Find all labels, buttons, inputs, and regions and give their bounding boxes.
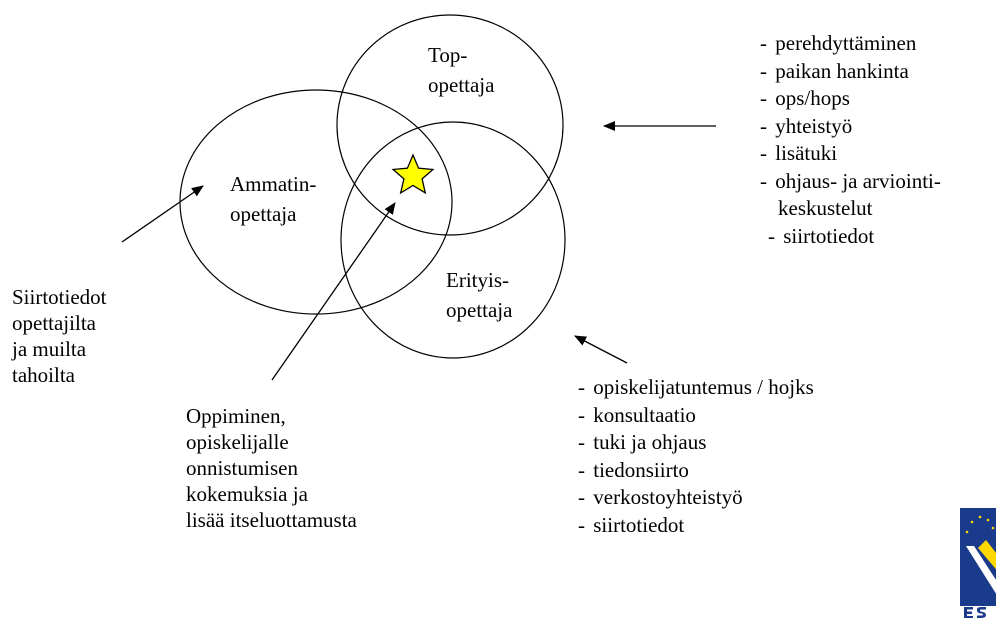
list-item: - tuki ja ohjaus bbox=[578, 430, 707, 454]
top-opettaja-task-list: - perehdyttäminen - paikan hankinta - op… bbox=[760, 30, 941, 250]
label-erityis-line-1: Erityis- bbox=[446, 268, 509, 292]
note-line: Siirtotiedot bbox=[12, 285, 107, 309]
erityis-opettaja-task-list: - opiskelijatuntemus / hojks - konsultaa… bbox=[578, 374, 814, 539]
note-line: ja muilta bbox=[12, 337, 87, 361]
list-item: - siirtotiedot bbox=[578, 512, 685, 537]
list-item: - lisätuki bbox=[760, 141, 838, 165]
label-ammatin-line-2: opettaja bbox=[230, 202, 297, 226]
list-item: - verkostoyhteistyö bbox=[578, 485, 743, 509]
note-line: kokemuksia ja bbox=[186, 482, 308, 506]
circle-top-opettaja bbox=[336, 14, 564, 236]
arrow-from-left-note bbox=[121, 185, 204, 243]
esr-logo-icon bbox=[960, 508, 996, 618]
list-item: - yhteistyö bbox=[760, 113, 853, 138]
label-top-line-2: opettaja bbox=[428, 73, 495, 97]
note-line: opettajilta bbox=[12, 311, 96, 335]
label-erityis-opettaja: Erityis- opettaja bbox=[446, 265, 512, 325]
arrow-from-bottom-note bbox=[271, 202, 396, 381]
star-icon bbox=[391, 153, 435, 195]
label-ammatin-opettaja: Ammatin- opettaja bbox=[230, 169, 316, 229]
label-top-opettaja: Top- opettaja bbox=[428, 40, 494, 100]
list-item: - paikan hankinta bbox=[760, 58, 909, 83]
list-item: - siirtotiedot bbox=[768, 223, 875, 248]
label-top-line-1: Top- bbox=[428, 43, 468, 67]
arrow-from-erityis-list bbox=[574, 335, 628, 364]
list-item: - konsultaatio bbox=[578, 402, 696, 427]
note-line: Oppiminen, bbox=[186, 404, 286, 428]
list-item: - tiedonsiirto bbox=[578, 457, 689, 482]
note-line: onnistumisen bbox=[186, 456, 299, 480]
list-item-continuation: keskustelut bbox=[778, 196, 873, 220]
oppiminen-note: Oppiminen, opiskelijalle onnistumisen ko… bbox=[186, 403, 357, 533]
note-line: opiskelijalle bbox=[186, 430, 289, 454]
label-ammatin-line-1: Ammatin- bbox=[230, 172, 317, 196]
note-line: tahoilta bbox=[12, 363, 75, 387]
note-line: lisää itseluottamusta bbox=[186, 508, 357, 532]
list-item: - perehdyttäminen bbox=[760, 31, 917, 55]
list-item: - opiskelijatuntemus / hojks bbox=[578, 375, 814, 399]
siirtotiedot-note: Siirtotiedot opettajilta ja muilta tahoi… bbox=[12, 284, 107, 388]
list-item: - ops/hops bbox=[760, 86, 850, 110]
label-erityis-line-2: opettaja bbox=[446, 298, 513, 322]
circle-erityis-opettaja bbox=[340, 121, 566, 359]
list-item: - ohjaus- ja arviointi- bbox=[760, 168, 941, 193]
